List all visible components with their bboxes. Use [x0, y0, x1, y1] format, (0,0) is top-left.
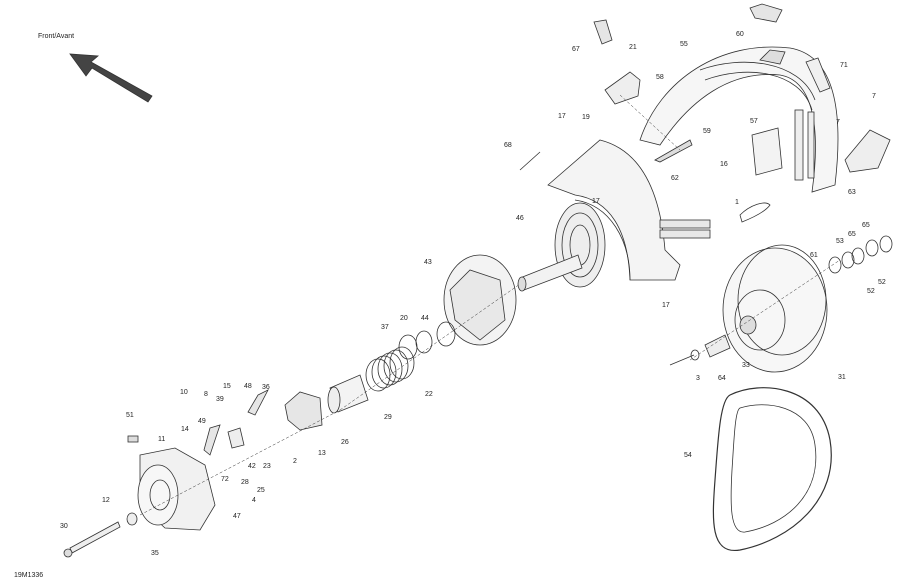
part-callout-28: 28 [241, 479, 249, 486]
part-callout-46: 46 [516, 215, 524, 222]
part-callout-1: 1 [735, 199, 739, 206]
strip-part [654, 139, 693, 163]
part-callout-63: 63 [848, 189, 856, 196]
part-callout-51: 51 [126, 412, 134, 419]
part-callout-21: 21 [629, 44, 637, 51]
part-callout-43: 43 [424, 259, 432, 266]
part-callout-2: 2 [293, 458, 297, 465]
decal-part [805, 57, 831, 93]
part-callout-60: 60 [736, 31, 744, 38]
part-callout-17: 17 [662, 302, 670, 309]
part-callout-35: 35 [151, 550, 159, 557]
part-callout-25: 25 [257, 487, 265, 494]
part-callout-20: 20 [400, 315, 408, 322]
knob-part [749, 3, 783, 23]
roller-part [227, 427, 245, 449]
spider-part [284, 391, 323, 431]
part-callout-22: 22 [425, 391, 433, 398]
part-callout-52: 52 [878, 279, 886, 286]
part-callout-23: 23 [263, 463, 271, 470]
arm-part [203, 424, 221, 456]
spacer-part [704, 334, 731, 358]
mount-bracket-part [844, 129, 891, 173]
spring-part [365, 346, 415, 392]
part-callout-33: 33 [742, 362, 750, 369]
part-callout-44: 44 [421, 315, 429, 322]
part-callout-61: 61 [810, 252, 818, 259]
part-callout-64: 64 [718, 375, 726, 382]
part-callout-72: 72 [221, 476, 229, 483]
front-direction-label: Front/Avant [38, 33, 75, 40]
drive-belt-part [712, 387, 832, 551]
part-callout-17: 17 [558, 113, 566, 120]
part-callout-10: 10 [180, 389, 188, 396]
part-callout-7: 7 [872, 93, 876, 100]
part-callout-53: 53 [836, 238, 844, 245]
part-callout-11: 11 [158, 436, 166, 443]
bracket-part [604, 71, 641, 105]
clip-part [593, 19, 613, 45]
part-callout-59: 59 [703, 128, 711, 135]
part-callout-71: 71 [840, 62, 848, 69]
front-direction-arrow-icon [69, 53, 153, 103]
part-callout-39: 39 [216, 396, 224, 403]
part-callout-3: 3 [696, 375, 700, 382]
part-callout-15: 15 [223, 383, 231, 390]
part-callout-26: 26 [341, 439, 349, 446]
part-callout-49: 49 [198, 418, 206, 425]
part-callout-30: 30 [60, 523, 68, 530]
part-callout-7: 7 [836, 119, 840, 126]
part-callout-42: 42 [248, 463, 256, 470]
part-callout-29: 29 [384, 414, 392, 421]
part-callout-58: 58 [656, 74, 664, 81]
part-callout-55: 55 [680, 41, 688, 48]
part-callout-47: 47 [233, 513, 241, 520]
belt-guard-part [639, 46, 839, 193]
part-callout-14: 14 [181, 426, 189, 433]
long-bolt-part [69, 521, 121, 554]
part-callout-62: 62 [671, 175, 679, 182]
part-callout-65: 65 [848, 231, 856, 238]
plate-part [751, 127, 783, 176]
part-callout-16: 16 [720, 161, 728, 168]
part-callout-65: 65 [862, 222, 870, 229]
part-callout-4: 4 [252, 497, 256, 504]
part-callout-17: 17 [592, 198, 600, 205]
inner-cover-part [547, 139, 681, 281]
hair-pin-part [739, 202, 771, 223]
part-callout-67: 67 [572, 46, 580, 53]
lever-arm-part [247, 389, 269, 416]
part-callout-57: 57 [750, 118, 758, 125]
part-callout-31: 31 [838, 374, 846, 381]
figure-id: 19M1336 [14, 572, 44, 579]
part-callout-37: 37 [381, 324, 389, 331]
driven-pulley-part [722, 247, 828, 373]
part-callout-12: 12 [102, 497, 110, 504]
part-callout-19: 19 [582, 114, 590, 121]
part-callout-8: 8 [204, 391, 208, 398]
part-callout-68: 68 [504, 142, 512, 149]
part-callout-36: 36 [262, 384, 270, 391]
part-callout-54: 54 [684, 452, 692, 459]
part-callout-13: 13 [318, 450, 326, 457]
part-callout-52: 52 [867, 288, 875, 295]
part-callout-48: 48 [244, 383, 252, 390]
